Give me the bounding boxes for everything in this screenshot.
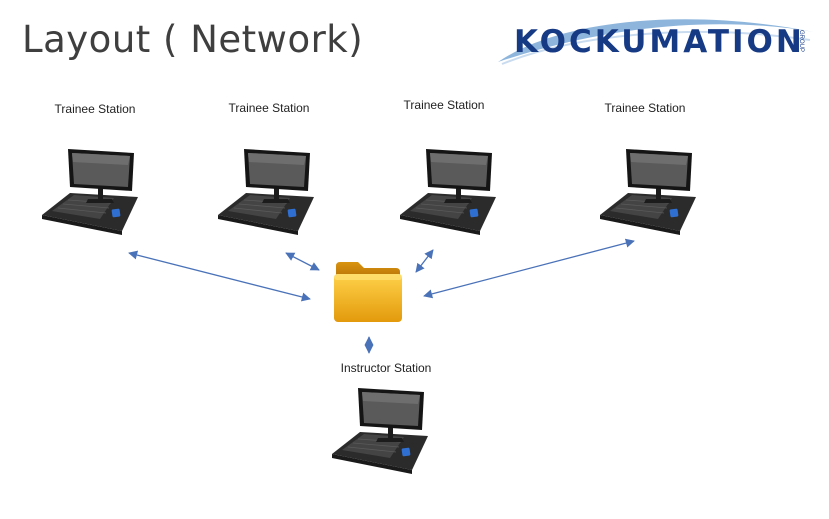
logo-text: KOCKUMATION <box>514 24 805 60</box>
trainee-station-3 <box>396 145 506 237</box>
station-label-trainee-2: Trainee Station <box>228 101 310 115</box>
page-title: Layout ( Network) <box>22 18 364 61</box>
trainee-station-2 <box>214 145 324 237</box>
station-label-trainee-1: Trainee Station <box>54 102 136 116</box>
logo-swoosh-icon <box>498 19 814 65</box>
connector-trainee-1 <box>128 250 311 302</box>
kockumation-logo: KOCKUMATION GROUP <box>492 10 817 72</box>
trainee-station-4 <box>596 145 706 237</box>
computer-workstation-icon <box>328 384 438 476</box>
station-label-instructor: Instructor Station <box>340 361 432 375</box>
instructor-station <box>328 384 438 476</box>
folder-icon <box>334 262 402 322</box>
trainee-station-1 <box>38 145 148 237</box>
connector-trainee-4 <box>423 238 635 299</box>
station-label-trainee-4: Trainee Station <box>604 101 686 115</box>
computer-workstation-icon <box>596 145 706 237</box>
station-label-trainee-3: Trainee Station <box>403 98 485 112</box>
computer-workstation-icon <box>214 145 324 237</box>
shared-folder <box>332 258 404 324</box>
computer-workstation-icon <box>396 145 506 237</box>
computer-workstation-icon <box>38 145 148 237</box>
connector-trainee-3 <box>415 249 434 273</box>
logo-subtext: GROUP <box>798 30 804 53</box>
connector-trainee-2 <box>285 252 320 271</box>
